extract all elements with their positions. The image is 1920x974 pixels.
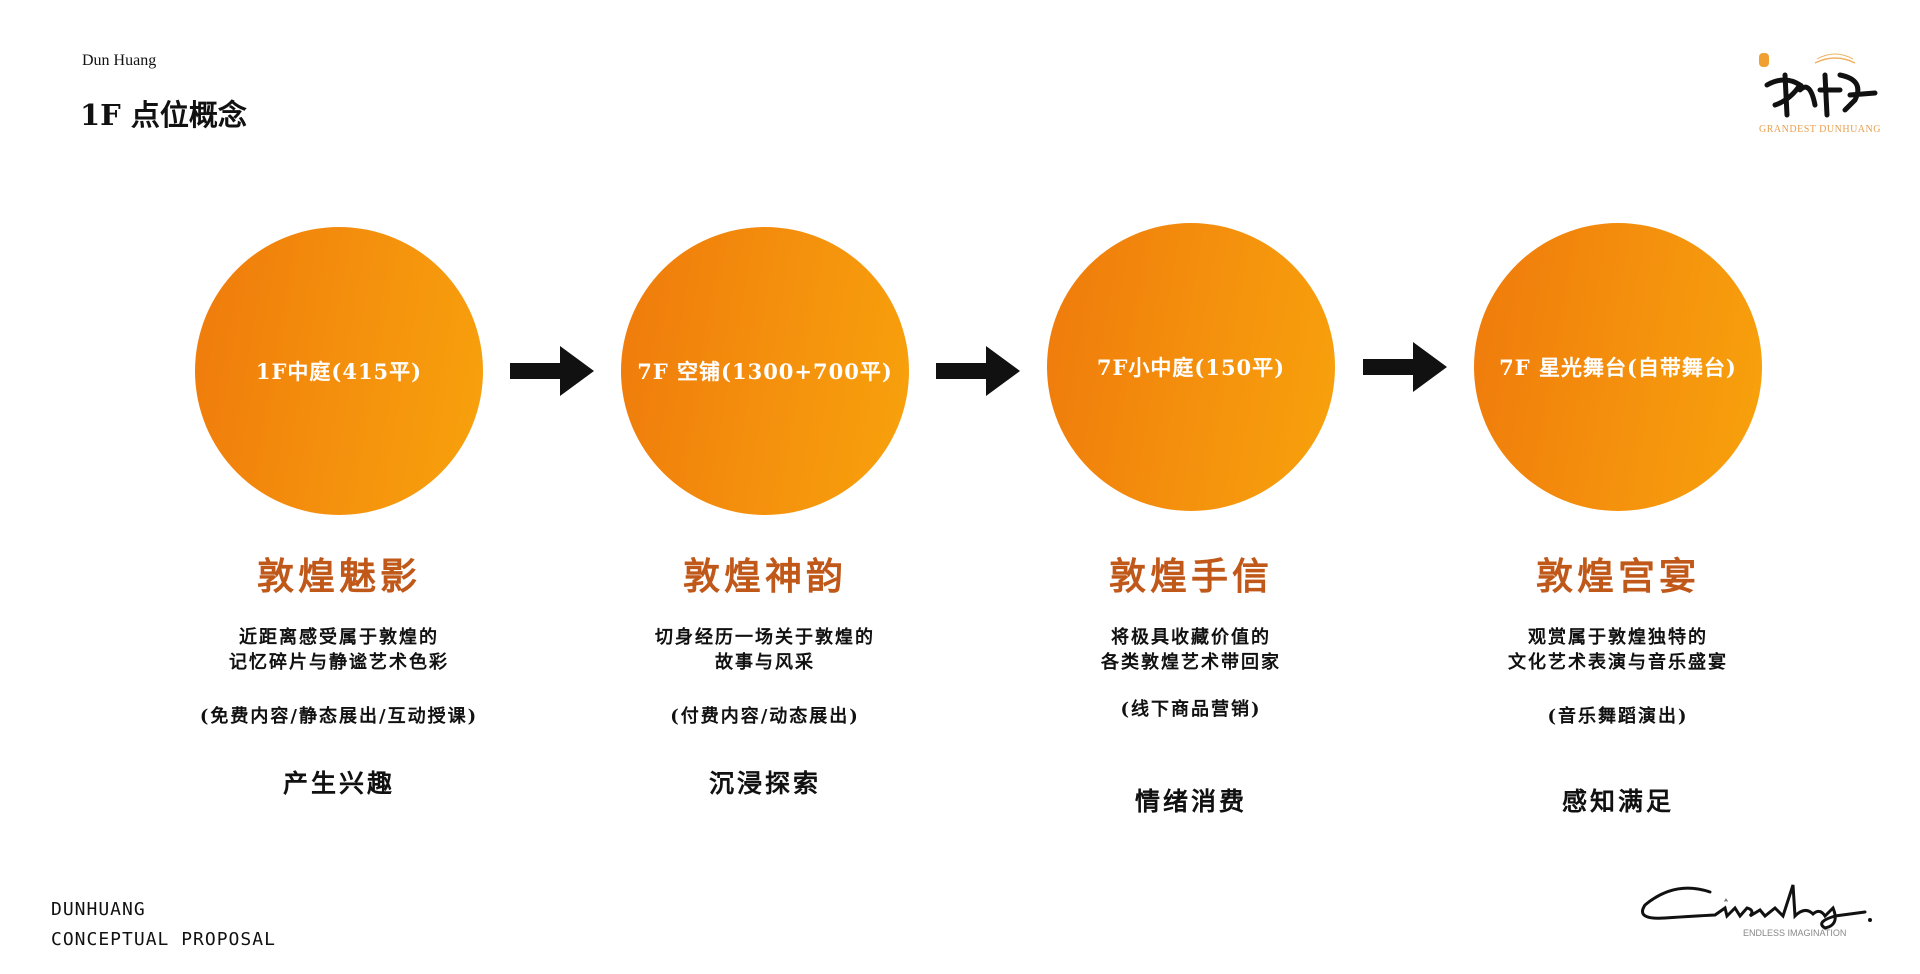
footer-line: CONCEPTUAL PROPOSAL	[51, 929, 276, 950]
stage-desc-line: 近距离感受属于敦煌的	[239, 627, 439, 648]
stage-circle-3: 7F小中庭(150平)	[1047, 223, 1335, 511]
arrow-right-icon	[1363, 342, 1447, 392]
stage-title: 敦煌神韵	[683, 554, 847, 598]
stage-note: (付费内容/动态展出)	[670, 706, 860, 727]
stage-circle-label: 1F中庭(415平)	[255, 359, 423, 384]
stage-circle-label: 7F小中庭(150平)	[1096, 355, 1286, 380]
stage-note: (线下商品营销)	[1120, 699, 1262, 720]
arrow-right-icon	[510, 346, 594, 396]
stage-desc-line: 观赏属于敦煌独特的	[1528, 627, 1708, 648]
stage-title: 敦煌魅影	[257, 554, 421, 598]
stage-note: (免费内容/静态展出/互动授课)	[199, 706, 479, 727]
logo-tagline: ENDLESS IMAGINATION	[1743, 928, 1847, 938]
arrow-right-icon	[936, 346, 1020, 396]
stage-title: 敦煌宫宴	[1536, 554, 1700, 598]
calligraphy-logo-icon	[1759, 53, 1878, 118]
stage-desc-line: 各类敦煌艺术带回家	[1101, 652, 1281, 673]
stage-circle-label: 7F 空铺(1300+700平)	[637, 359, 893, 384]
stage-circle-label: 7F 星光舞台(自带舞台)	[1499, 355, 1737, 380]
stage-phrase: 沉浸探索	[708, 769, 821, 798]
dunhuang-logo: GRANDEST DUNHUANG	[1755, 45, 1885, 135]
stage-phrase: 感知满足	[1561, 787, 1674, 816]
footer-line: DUNHUANG	[51, 899, 146, 920]
stage-note: (音乐舞蹈演出)	[1547, 706, 1689, 727]
stage-desc-line: 将极具收藏价值的	[1111, 627, 1271, 648]
stage-circle-2: 7F 空铺(1300+700平)	[621, 227, 909, 515]
stage-desc-line: 故事与风采	[715, 652, 815, 673]
footer-label: DUNHUANG CONCEPTUAL PROPOSAL	[51, 895, 276, 955]
stage-circle-4: 7F 星光舞台(自带舞台)	[1474, 223, 1762, 511]
stage-desc-line: 记忆碎片与静谧艺术色彩	[229, 652, 449, 673]
stage-title: 敦煌手信	[1109, 554, 1273, 598]
signature-logo-icon	[1641, 884, 1872, 930]
cinerloy-logo: ENDLESS IMAGINATION	[1635, 880, 1895, 940]
logo-tagline: GRANDEST DUNHUANG	[1759, 124, 1881, 135]
stage-circle-1: 1F中庭(415平)	[195, 227, 483, 515]
brand-label: Dun Huang	[82, 52, 157, 69]
stage-desc-line: 切身经历一场关于敦煌的	[655, 627, 875, 648]
stage-phrase: 情绪消费	[1134, 787, 1247, 816]
stage-phrase: 产生兴趣	[282, 769, 395, 798]
page-title: 1F 点位概念	[80, 98, 247, 132]
stage-desc-line: 文化艺术表演与音乐盛宴	[1508, 652, 1728, 673]
